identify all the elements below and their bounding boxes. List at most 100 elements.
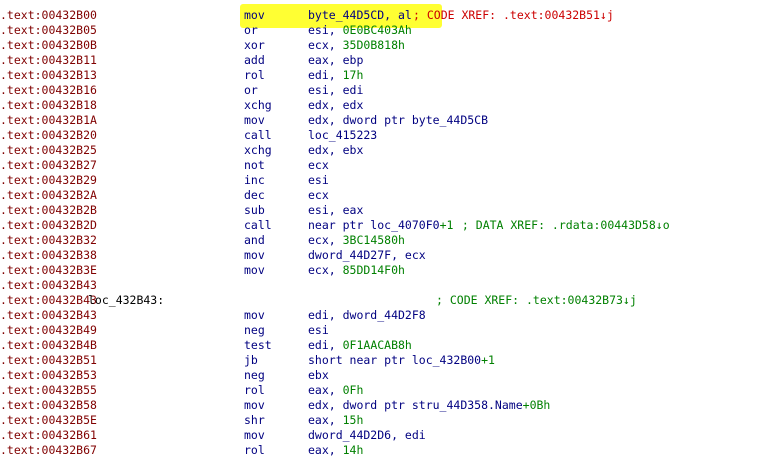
operands[interactable]: eax, ebp — [308, 53, 363, 68]
operands[interactable]: edx, edx — [308, 98, 363, 113]
mnemonic[interactable]: call — [244, 218, 272, 232]
mnemonic[interactable]: xchg — [244, 98, 272, 112]
address[interactable]: .text:00432B1A — [0, 113, 97, 127]
address[interactable]: .text:00432B43 — [0, 308, 97, 322]
operands[interactable]: short near ptr loc_432B00+1 — [308, 353, 495, 368]
listing-row[interactable]: .text:00432B05 or esi, 0E0BC403Ah — [0, 23, 784, 38]
mnemonic[interactable]: rol — [244, 383, 265, 397]
mnemonic[interactable]: not — [244, 158, 265, 172]
listing-row[interactable]: .text:00432B1A mov edx, dword ptr byte_44D… — [0, 113, 784, 128]
operands[interactable]: edi, dword_44D2F8 — [308, 308, 426, 323]
address[interactable]: .text:00432B0B — [0, 38, 97, 52]
address[interactable]: .text:00432B2A — [0, 188, 97, 202]
operands[interactable]: dword_44D2D6, edi — [308, 428, 426, 443]
operands[interactable]: edx, dword ptr stru_44D358.Name+0Bh — [308, 398, 550, 413]
address[interactable]: .text:00432B51 — [0, 353, 97, 367]
operands[interactable]: eax, 15h — [308, 413, 363, 428]
listing-row[interactable]: .text:00432B61 mov dword_44D2D6, edi — [0, 428, 784, 443]
mnemonic[interactable]: mov — [244, 428, 265, 442]
operands[interactable]: edi, 17h — [308, 68, 363, 83]
listing-row[interactable]: .text:00432B18 xchg edx, edx — [0, 98, 784, 113]
mnemonic[interactable]: shr — [244, 413, 265, 427]
mnemonic[interactable]: xchg — [244, 143, 272, 157]
address[interactable]: .text:00432B20 — [0, 128, 97, 142]
mnemonic[interactable]: mov — [244, 8, 265, 22]
mnemonic[interactable]: or — [244, 23, 258, 37]
listing-row[interactable]: .text:00432B25 xchg edx, ebx — [0, 143, 784, 158]
operands[interactable]: eax, 14h — [308, 443, 363, 458]
listing-row[interactable]: .text:00432B43 mov edi, dword_44D2F8 — [0, 308, 784, 323]
address[interactable]: .text:00432B32 — [0, 233, 97, 247]
mnemonic[interactable]: mov — [244, 263, 265, 277]
operands[interactable]: esi, eax — [308, 203, 363, 218]
mnemonic[interactable]: jb — [244, 353, 258, 367]
address[interactable]: .text:00432B25 — [0, 143, 97, 157]
address[interactable]: .text:00432B2B — [0, 203, 97, 217]
address[interactable]: .text:00432B5E — [0, 413, 97, 427]
mnemonic[interactable]: neg — [244, 368, 265, 382]
xref-comment[interactable]: ; DATA XREF: .rdata:00443D58↓o — [455, 218, 670, 232]
operands[interactable]: edx, ebx — [308, 143, 363, 158]
mnemonic[interactable]: dec — [244, 188, 265, 202]
operands[interactable]: eax, 0Fh — [308, 383, 363, 398]
mnemonic[interactable]: and — [244, 233, 265, 247]
mnemonic[interactable]: mov — [244, 113, 265, 127]
address[interactable]: .text:00432B43 — [0, 278, 97, 292]
operands[interactable]: loc_415223 — [308, 128, 377, 143]
listing-row[interactable]: .text:00432B0B xor ecx, 35D0B818h — [0, 38, 784, 53]
operands[interactable]: byte_44D5CD, al — [308, 8, 412, 23]
address[interactable]: .text:00432B18 — [0, 98, 97, 112]
operands[interactable]: edx, dword ptr byte_44D5CB — [308, 113, 488, 128]
listing-row[interactable]: .text:00432B43 — [0, 278, 784, 293]
mnemonic[interactable]: inc — [244, 173, 265, 187]
operands[interactable]: ebx — [308, 368, 329, 383]
listing-row[interactable]: .text:00432B51 jb short near ptr loc_432B0… — [0, 353, 784, 368]
address[interactable]: .text:00432B67 — [0, 443, 97, 457]
address[interactable]: .text:00432B61 — [0, 428, 97, 442]
mnemonic[interactable]: sub — [244, 203, 265, 217]
address[interactable]: .text:00432B05 — [0, 23, 97, 37]
operands[interactable]: ecx, 35D0B818h — [308, 38, 405, 53]
xref-comment[interactable]: ; CODE XREF: .text:00432B51↓j — [413, 8, 614, 22]
address[interactable]: .text:00432B43 — [0, 293, 97, 307]
address[interactable]: .text:00432B2D — [0, 218, 97, 232]
operands[interactable]: edi, 0F1AACAB8h — [308, 338, 412, 353]
address[interactable]: .text:00432B38 — [0, 248, 97, 262]
operands[interactable]: esi — [308, 323, 329, 338]
operands[interactable]: dword_44D27F, ecx — [308, 248, 426, 263]
listing-row[interactable]: .text:00432B4B test edi, 0F1AACAB8h — [0, 338, 784, 353]
address[interactable]: .text:00432B4B — [0, 338, 97, 352]
address[interactable]: .text:00432B27 — [0, 158, 97, 172]
operands[interactable]: esi, 0E0BC403Ah — [308, 23, 412, 38]
operands[interactable]: near ptr loc_4070F0+1 — [308, 218, 453, 233]
address[interactable]: .text:00432B00 — [0, 8, 97, 22]
listing-row[interactable]: .text:00432B00 mov byte_44D5CD, al; CODE X… — [0, 4, 784, 28]
listing-row[interactable]: .text:00432B53 neg ebx — [0, 368, 784, 383]
mnemonic[interactable]: rol — [244, 443, 265, 457]
address[interactable]: .text:00432B53 — [0, 368, 97, 382]
code-label[interactable]: loc_432B43: — [88, 293, 165, 307]
listing-row[interactable]: .text:00432B2B sub esi, eax — [0, 203, 784, 218]
mnemonic[interactable]: mov — [244, 308, 265, 322]
mnemonic[interactable]: test — [244, 338, 272, 352]
mnemonic[interactable]: xor — [244, 38, 265, 52]
address[interactable]: .text:00432B11 — [0, 53, 97, 67]
mnemonic[interactable]: neg — [244, 323, 265, 337]
operands[interactable]: esi, edi — [308, 83, 363, 98]
operands[interactable]: ecx, 85DD14F0h — [308, 263, 405, 278]
address[interactable]: .text:00432B16 — [0, 83, 97, 97]
address[interactable]: .text:00432B55 — [0, 383, 97, 397]
address[interactable]: .text:00432B29 — [0, 173, 97, 187]
address[interactable]: .text:00432B58 — [0, 398, 97, 412]
